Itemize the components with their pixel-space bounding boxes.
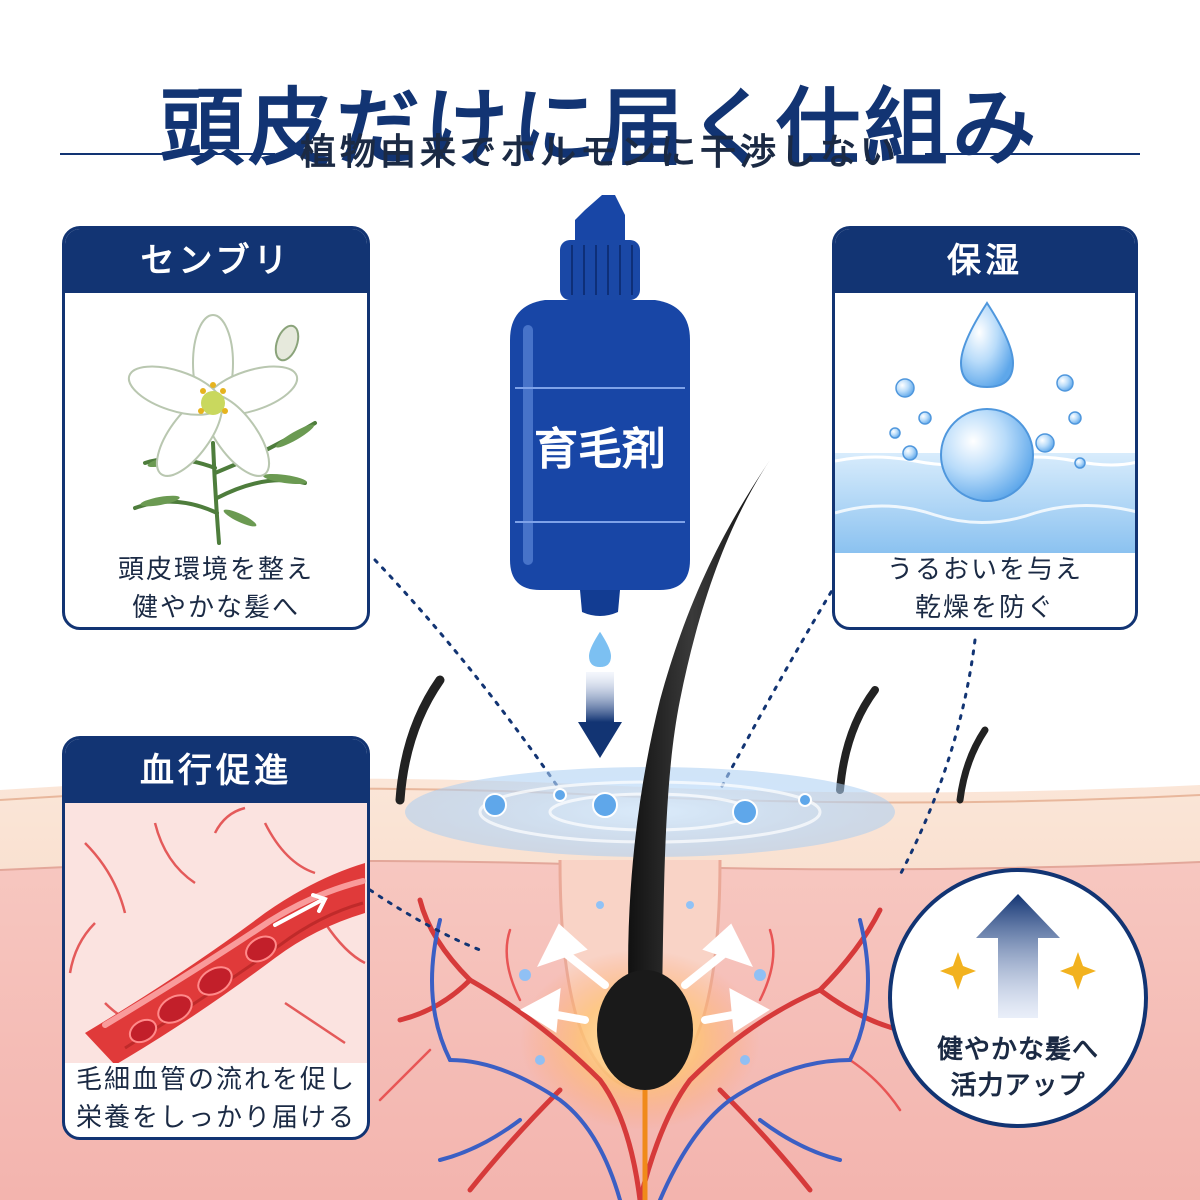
moisture-card-heading: 保湿	[835, 229, 1135, 293]
badge-text-1: 健やかな髪へ	[936, 1035, 1099, 1065]
subtitle-row: 植物由来でホルモンに干渉しない	[60, 128, 1140, 178]
product-label: 育毛剤	[534, 424, 666, 475]
senburi-card-text-1: 頭皮環境を整え	[117, 555, 314, 585]
circulation-card: 血行促進 毛細血管の流れを促し 栄養をしっか	[62, 736, 370, 1140]
white-flower-icon	[127, 314, 317, 545]
up-arrow-icon	[940, 894, 1096, 1018]
moisture-card-text-2: 乾燥を防ぐ	[914, 593, 1055, 623]
subtitle-divider-left	[60, 153, 275, 155]
page-title: 頭皮だけに届く仕組み	[159, 79, 1040, 178]
bottle-icon	[510, 195, 690, 616]
subtitle-divider-right	[925, 153, 1140, 155]
moisture-card-text-1: うるおいを与え	[886, 555, 1083, 585]
water-drop-icon	[835, 301, 1135, 553]
senburi-card-heading: センブリ	[65, 229, 367, 293]
vitality-badge: 健やかな髪へ 活力アップ	[888, 868, 1148, 1128]
circulation-card-text-2: 栄養をしっかり届ける	[75, 1103, 356, 1133]
senburi-card-text-2: 健やかな髪へ	[131, 593, 300, 623]
blood-vessel-icon	[65, 803, 367, 1063]
circulation-card-heading: 血行促進	[65, 739, 367, 803]
moisture-card: 保湿 うる	[832, 226, 1138, 630]
subtitle: 植物由来でホルモンに干渉しない	[299, 132, 900, 173]
senburi-card: センブリ	[62, 226, 370, 630]
badge-text-2: 活力アップ	[950, 1071, 1086, 1101]
circulation-card-text-1: 毛細血管の流れを促し	[75, 1065, 356, 1095]
